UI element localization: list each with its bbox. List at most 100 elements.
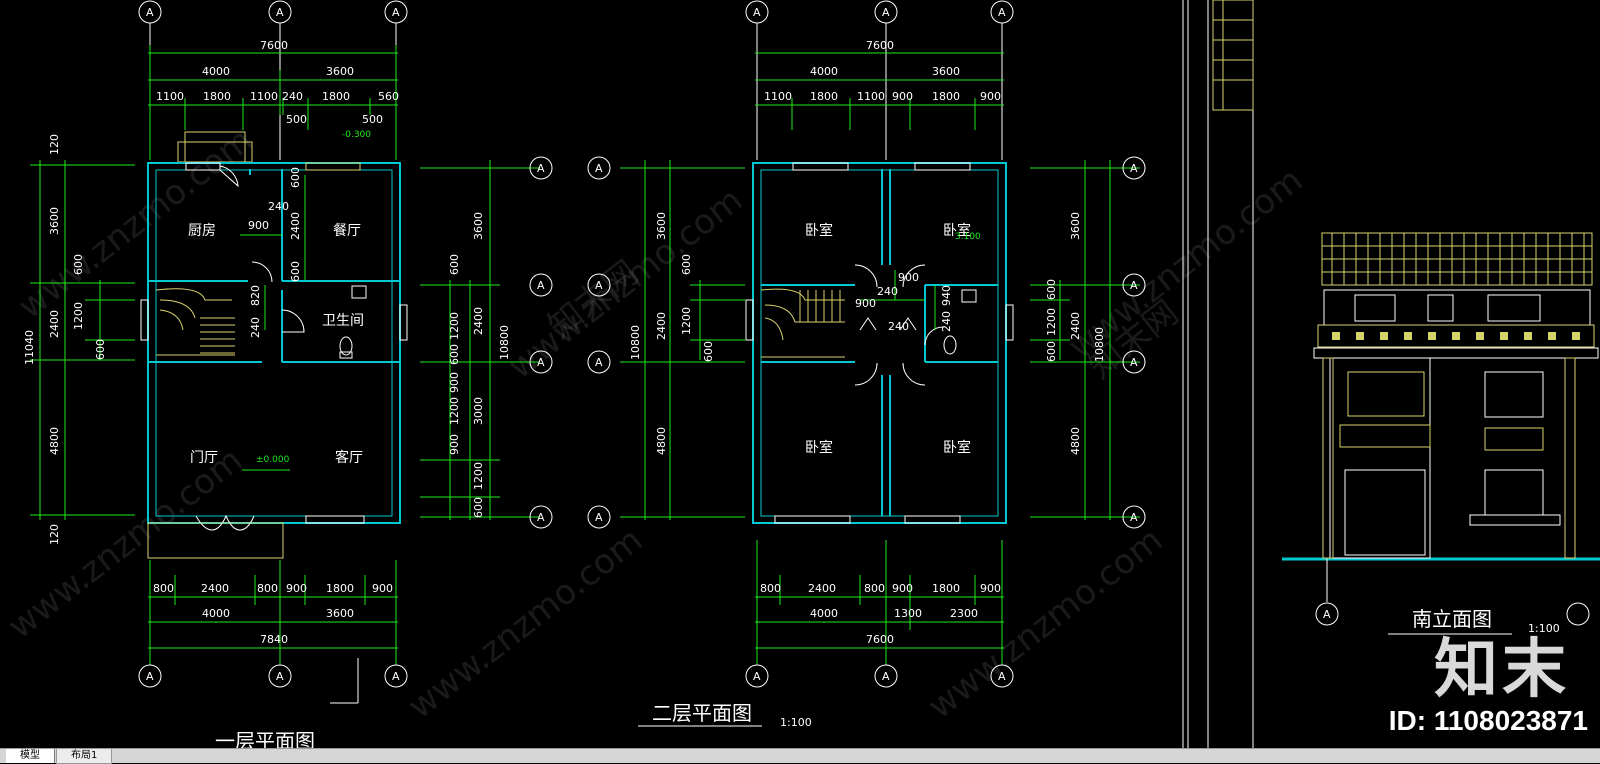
dim-left: 2400 [48, 310, 61, 338]
tab-model[interactable]: 模型 [6, 749, 55, 763]
brand-logo: 知末 [1434, 633, 1570, 707]
bath-fixtures-plan2 [859, 289, 977, 355]
axis-bubbles-left [587, 156, 611, 529]
dim-right: 600 [1045, 279, 1058, 300]
room-label-entry: 门厅 [190, 450, 218, 466]
dim-bottom: 900 [286, 582, 307, 595]
dim-bottom-total: 7600 [866, 633, 894, 646]
dim-bottom: 4000 [202, 607, 230, 620]
tab-layout1[interactable]: 布局1 [56, 749, 113, 764]
dim-left: 600 [680, 254, 693, 275]
inner-dims-plan2 [860, 270, 936, 330]
dim-right: 1200 [448, 312, 461, 340]
axis-label: A [998, 6, 1006, 19]
layout-tab-bar: 模型 布局1 [0, 748, 1600, 764]
dim-left: 120 [48, 524, 61, 545]
axis-bubbles-bottom [638, 664, 1014, 727]
axis-label: A [595, 162, 603, 175]
dim-right: 900 [448, 372, 461, 393]
room-label-living: 客厅 [335, 449, 363, 466]
room-label-bedroom: 卧室 [943, 439, 971, 456]
axis-label: A [537, 511, 545, 524]
resource-id: ID: 1108023871 [1388, 705, 1588, 736]
axis-bubbles-right [1122, 156, 1146, 529]
dim-inner: 900 [855, 297, 876, 310]
axis-label: A [146, 6, 154, 19]
dim-bottom: 2300 [950, 607, 978, 620]
inner-dims-plan1 [240, 175, 306, 471]
axis-label: A [537, 279, 545, 292]
room-label-bath: 卫生间 [322, 313, 364, 329]
dim-left: 120 [48, 134, 61, 155]
axis-label: A [595, 356, 603, 369]
dim-bottom: 2400 [808, 582, 836, 595]
front-porch-bottom [147, 522, 284, 559]
dim-right: 600 [1045, 341, 1058, 362]
dim-top: 900 [892, 90, 913, 103]
stairs-plan2 [760, 288, 845, 358]
dim-inner: 240 [888, 320, 909, 333]
cad-drawing-canvas[interactable]: www.znzmo.com www.znzmo.com www.znzmo.co… [0, 0, 1600, 748]
dim-left: 1200 [680, 307, 693, 335]
dim-right: 3000 [472, 397, 485, 425]
dim-inner: 240 [268, 200, 289, 213]
axis-label: A [998, 670, 1006, 683]
left-dimension-lines [620, 160, 745, 520]
elevation-scale: 1:100 [1528, 622, 1560, 635]
dim-inner: 240 [940, 311, 953, 332]
plan1-title: 一层平面图 [215, 729, 315, 748]
dim-top: 3600 [326, 65, 354, 78]
dim-right: 2400 [472, 307, 485, 335]
dim-top: 560 [378, 90, 399, 103]
plan2-scale: 1:100 [780, 716, 812, 729]
bottom-dimension-lines [755, 540, 1004, 665]
windows-plan1 [140, 162, 408, 524]
dim-top: 1800 [810, 90, 838, 103]
sheet-border [1182, 0, 1254, 748]
dim-bottom: 800 [760, 582, 781, 595]
axis-label: A [595, 511, 603, 524]
doors-plan2 [854, 264, 944, 386]
axis-bubbles-bottom [138, 658, 408, 704]
elevation-title: 南立面图 [1412, 607, 1492, 631]
watermark-layer: www.znzmo.com www.znzmo.com www.znzmo.co… [1, 120, 1310, 727]
axis-label: A [1130, 356, 1138, 369]
right-dimension-lines [420, 160, 540, 520]
dim-right: 900 [448, 434, 461, 455]
plan2-title: 二层平面图 [652, 701, 752, 725]
dim-right-total: 10800 [1093, 327, 1106, 362]
dim-right: 3600 [472, 212, 485, 240]
axis-label: A [392, 670, 400, 683]
dim-top-inner: 500 [362, 113, 383, 126]
dim-left: 600 [72, 254, 85, 275]
dim-top: 900 [980, 90, 1001, 103]
dim-top: 1100 [764, 90, 792, 103]
axis-label: A [1130, 162, 1138, 175]
first-floor-plan[interactable]: A A A 7600 4000 3600 1100 1800 1100 240 … [23, 0, 553, 748]
dim-right: 1200 [448, 397, 461, 425]
dim-bottom: 800 [153, 582, 174, 595]
right-dimension-lines [1030, 160, 1140, 520]
dim-inner: 900 [248, 219, 269, 232]
left-dimension-lines [30, 160, 135, 520]
dim-inner: 600 [289, 261, 302, 282]
title-block-strip [1212, 0, 1254, 111]
second-floor-plan[interactable]: A A A 7600 4000 3600 1100 1800 1100 900 … [587, 0, 1146, 729]
dim-left: 11040 [23, 330, 36, 365]
doors-plan1 [195, 165, 305, 531]
dim-bottom: 1300 [894, 607, 922, 620]
axis-label: A [753, 6, 761, 19]
dim-total-top: 7600 [866, 39, 894, 52]
dim-left: 3600 [655, 212, 668, 240]
axis-bubbles-right [529, 156, 553, 529]
room-label-bedroom: 卧室 [943, 222, 971, 239]
room-label-kitchen: 厨房 [188, 223, 216, 239]
south-elevation[interactable]: A 南立面图 1:100 [1282, 232, 1600, 635]
dim-left-total: 10800 [629, 325, 642, 360]
dim-top: 1800 [203, 90, 231, 103]
dim-top: 240 [282, 90, 303, 103]
dim-bottom: 2400 [201, 582, 229, 595]
axis-label: A [146, 670, 154, 683]
dim-right: 4800 [1069, 427, 1082, 455]
dim-bottom-total: 7840 [260, 633, 288, 646]
